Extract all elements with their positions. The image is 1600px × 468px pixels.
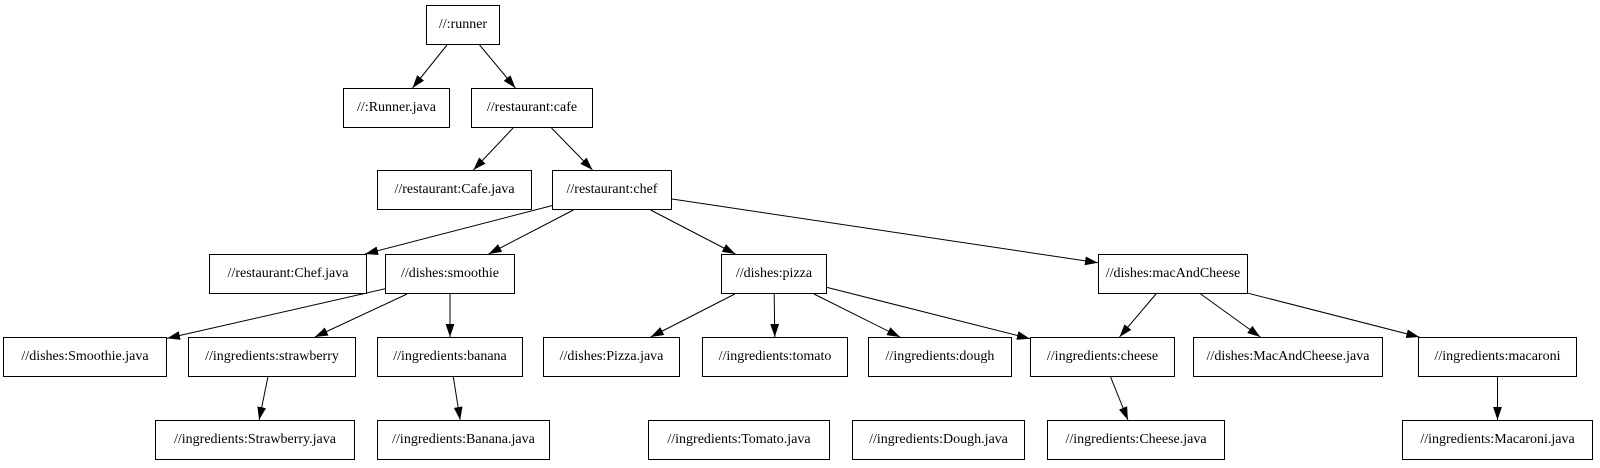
graph-node-cafe: //restaurant:cafe [471,88,593,128]
graph-node-dough: //ingredients:dough [868,337,1012,377]
graph-node-dough_java: //ingredients:Dough.java [852,420,1025,460]
graph-node-mac_java: //dishes:MacAndCheese.java [1193,337,1383,377]
graph-node-banana: //ingredients:banana [377,337,523,377]
graph-edge-chef-to-pizza [650,209,736,255]
graph-node-strawberry: //ingredients:strawberry [188,337,356,377]
graph-edge-pizza-to-dough [813,293,901,338]
graph-edge-cafe-to-cafe_java [473,127,514,171]
graph-edge-cafe-to-chef [551,127,593,171]
graph-edge-mac-to-mac_java [1200,293,1261,338]
graph-node-macaroni_java: //ingredients:Macaroni.java [1402,420,1593,460]
graph-node-cafe_java: //restaurant:Cafe.java [377,170,532,210]
graph-edge-banana-to-banana_java [452,376,463,421]
graph-node-runner_java: //:Runner.java [343,88,450,128]
graph-node-runner: //:runner [426,5,500,45]
graph-edge-pizza-to-pizza_java [650,293,736,338]
graph-node-chef: //restaurant:chef [552,170,672,210]
graph-node-pizza_java: //dishes:Pizza.java [543,337,680,377]
graph-edge-strawberry-to-strawberry_java [257,376,269,421]
graph-node-chef_java: //restaurant:Chef.java [209,254,367,294]
graph-edge-runner-to-runner_java [412,44,448,89]
graph-edge-pizza-to-tomato [770,293,780,338]
graph-node-tomato_java: //ingredients:Tomato.java [648,420,830,460]
graph-node-banana_java: //ingredients:Banana.java [377,420,550,460]
graph-node-macaroni: //ingredients:macaroni [1418,337,1577,377]
graph-node-smoothie: //dishes:smoothie [385,254,515,294]
graph-node-smoothie_java: //dishes:Smoothie.java [3,337,167,377]
graph-edge-smoothie-to-smoothie_java [166,288,386,340]
graph-node-mac: //dishes:macAndCheese [1098,254,1248,294]
graph-edge-smoothie-to-strawberry [314,293,408,338]
graph-node-tomato: //ingredients:tomato [702,337,848,377]
graph-edge-runner-to-cafe [479,44,516,89]
graph-edge-chef-to-chef_java [364,205,553,256]
graph-edge-chef-to-mac [671,198,1099,266]
graph-edge-pizza-to-cheese [826,286,1031,340]
graph-edge-cheese-to-cheese_java [1110,376,1129,421]
graph-node-strawberry_java: //ingredients:Strawberry.java [155,420,355,460]
graph-node-pizza: //dishes:pizza [721,254,827,294]
graph-edge-chef-to-smoothie [488,209,574,255]
graph-edge-mac-to-macaroni [1247,292,1420,339]
graph-node-cheese_java: //ingredients:Cheese.java [1047,420,1225,460]
graph-edge-mac-to-cheese [1119,293,1157,338]
graph-node-cheese: //ingredients:cheese [1030,337,1175,377]
